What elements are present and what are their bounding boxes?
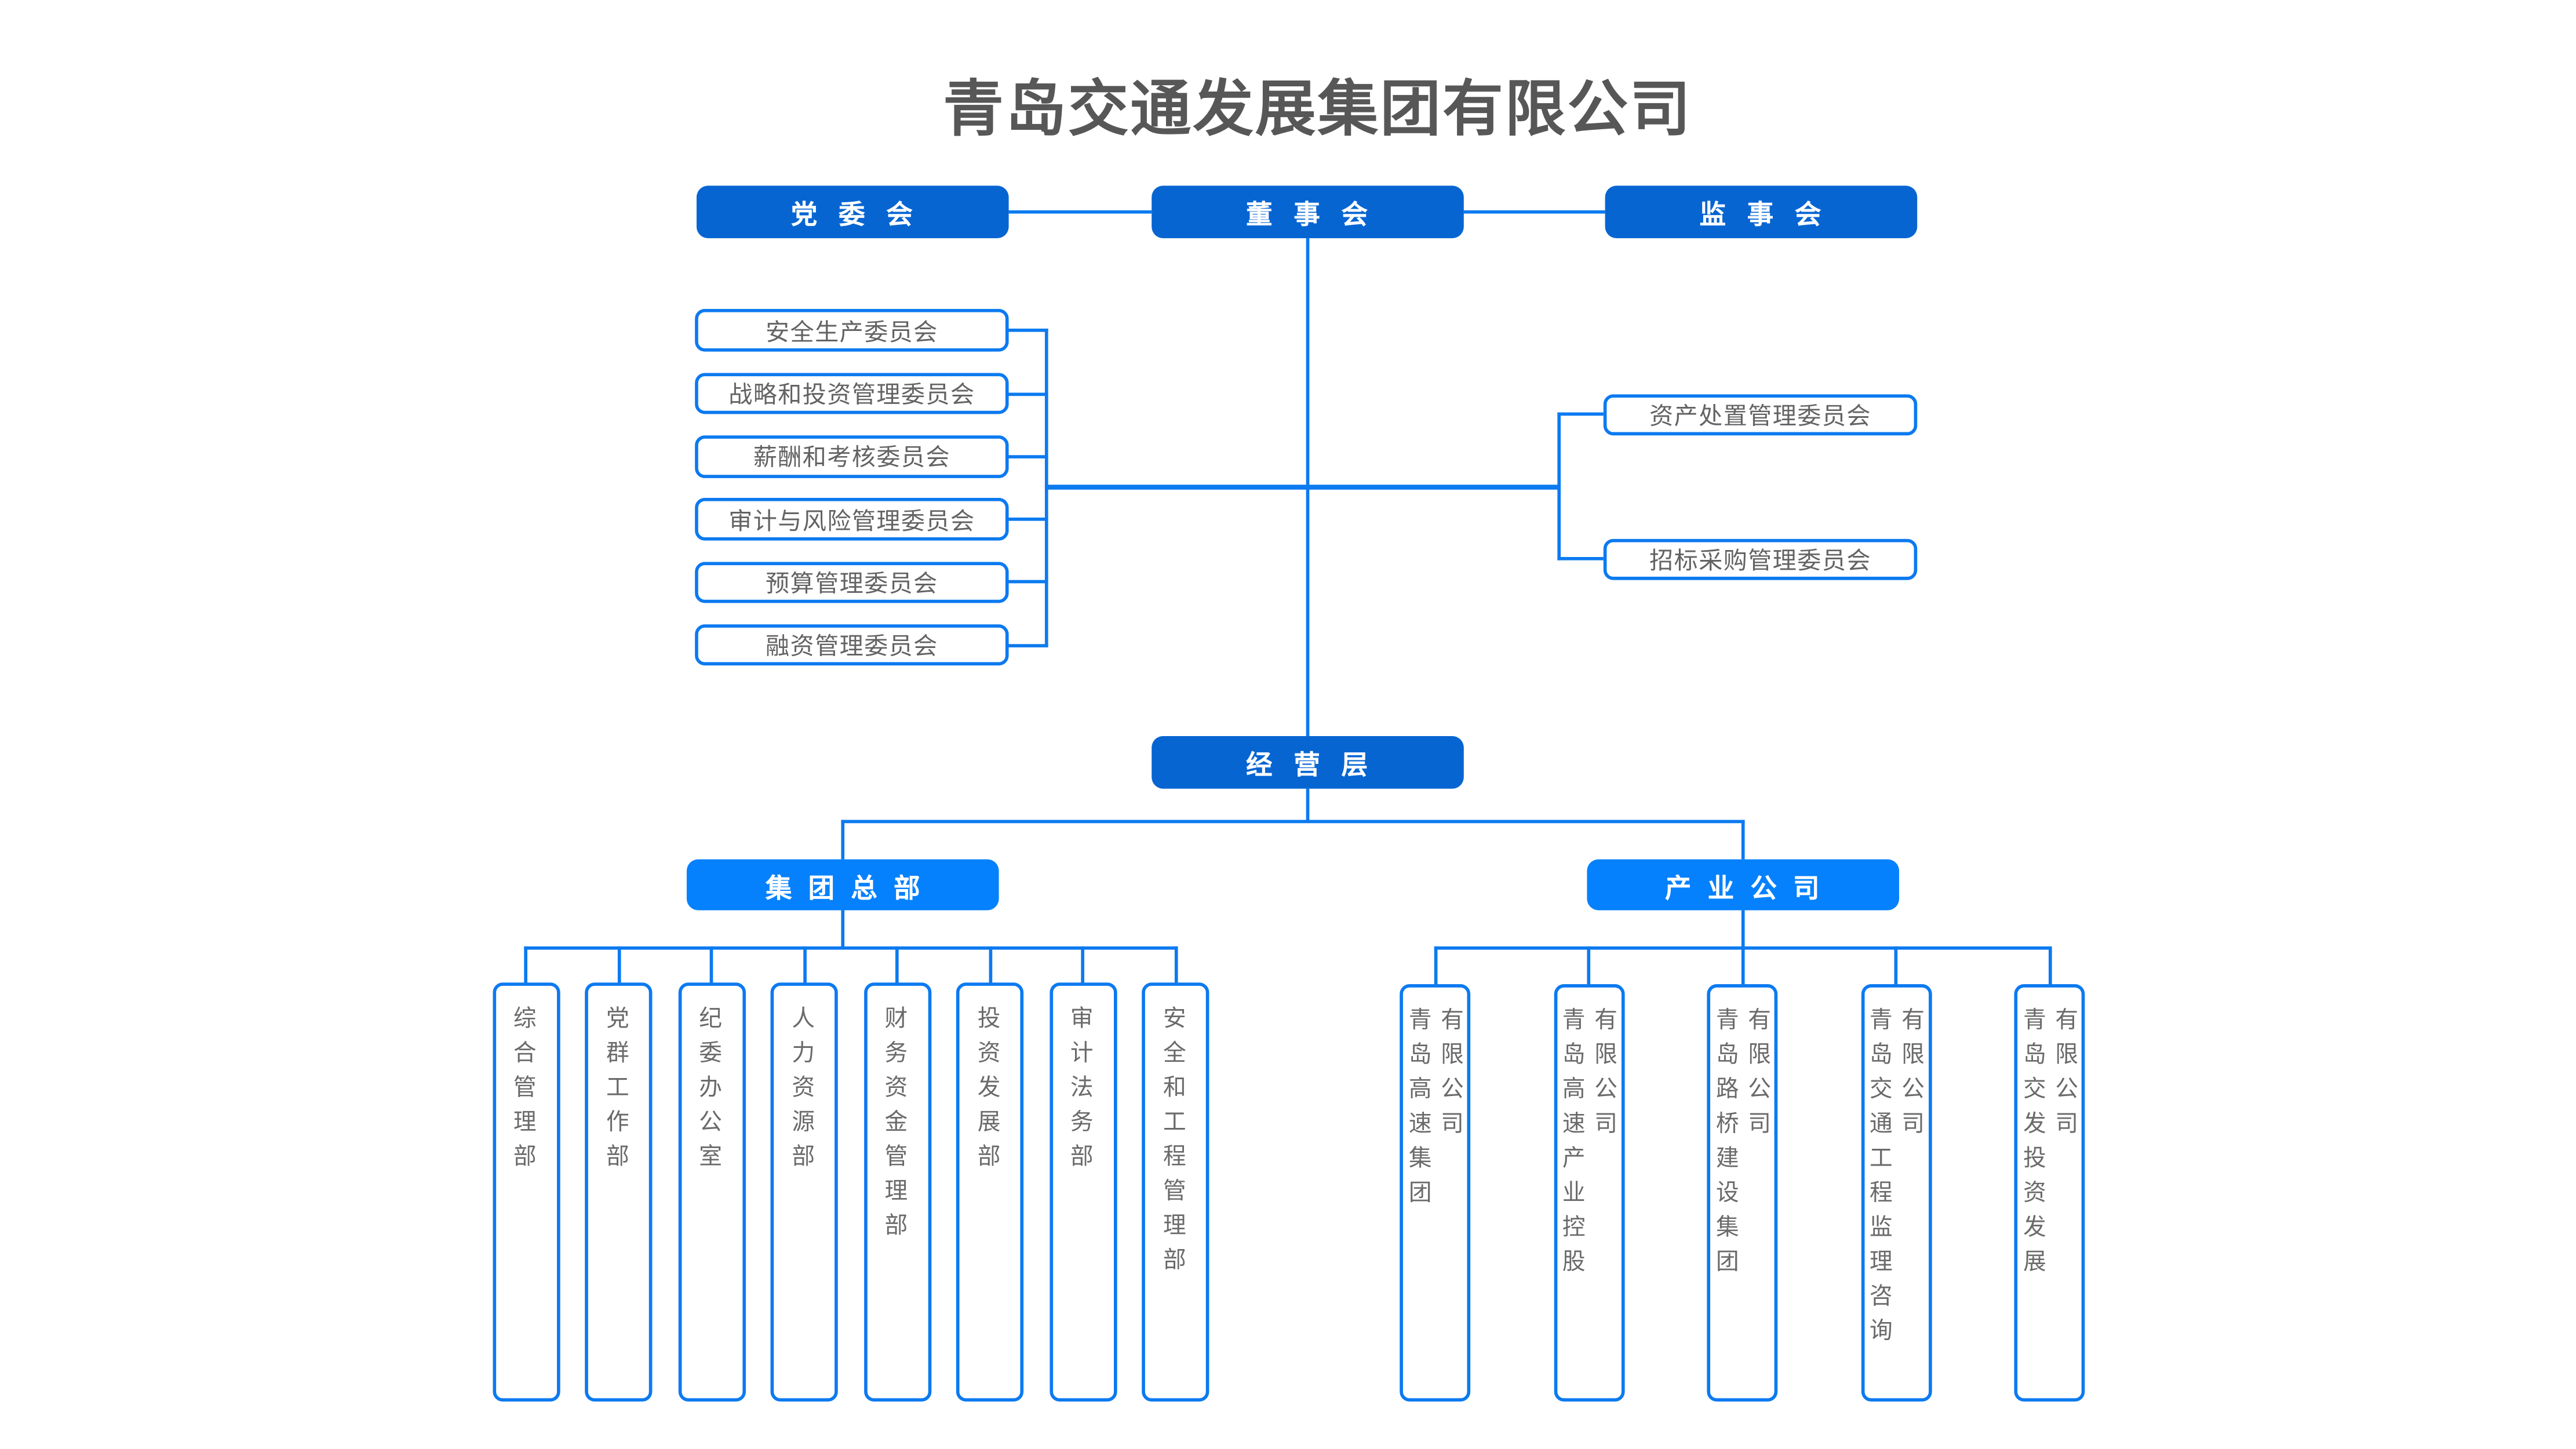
committee-financing: 融资管理委员会 [695,624,1009,667]
connector-dept-drop [802,945,806,984]
page-title: 青岛交通发展集团有限公司 [943,75,1692,143]
connector-dept-drop [1081,945,1084,984]
node-industry-companies: 产业公司 [1586,859,1899,911]
dept-audit-legal: 审计法务部 [1049,982,1117,1402]
connector-company-drop [1740,945,1744,985]
node-board: 董事会 [1150,185,1463,238]
company-qingdao-road-bridge-group: 青岛路桥建设集团 有限公司 [1707,984,1778,1402]
connector-company-drop [1894,945,1898,985]
node-supervisory-board-label: 监事会 [1699,201,1843,230]
connector-to-industry [1740,820,1744,860]
connector-company-drop [2047,945,2052,985]
dept-general-management: 综合管理部 [492,982,560,1402]
connector-committee-stub [1007,329,1048,333]
dept-finance-funds: 财务资金管理部 [863,982,931,1402]
dept-safety-engineering: 安全和工程管理部 [1142,982,1209,1402]
connector-committee-stub [1557,557,1604,561]
connector-dept-bus [524,945,1178,949]
committee-budget: 预算管理委员会 [695,561,1009,603]
connector-right-spine [1557,413,1561,561]
connector-committee-stub [1007,580,1048,584]
connector-committee-junction [1044,485,1561,490]
committee-strategy-investment: 战略和投资管理委员会 [695,372,1009,414]
node-management-layer: 经营层 [1150,736,1463,788]
company-qingdao-expressway-group: 青岛高速集团 有限公司 [1400,984,1471,1402]
connector-to-headquarters [841,820,845,860]
dept-party-mass-work: 党群工作部 [585,982,653,1402]
node-management-layer-label: 经营层 [1246,752,1389,780]
committee-label: 战略和投资管理委员会 [728,383,975,409]
committee-asset-disposal: 资产处置管理委员会 [1603,393,1918,436]
connector-dept-drop [895,945,899,984]
connector-branch-split [841,820,1744,824]
connector-committee-stub [1007,454,1048,458]
node-party-committee: 党委会 [695,185,1008,238]
connector-board-supervisory [1463,209,1605,213]
connector-dept-drop [524,945,527,984]
company-qingdao-traffic-supervision: 青岛交通工程监理咨询 有限公司 [1860,984,1932,1402]
committee-label: 安全生产委员会 [766,319,938,347]
connector-dept-drop [617,945,621,984]
committee-label: 融资管理委员会 [766,634,938,661]
connector-industry-drop [1740,910,1744,948]
connector-committee-stub [1007,392,1048,395]
connector-company-drop [1433,945,1437,985]
connector-party-board [1008,209,1151,213]
committee-safety-production: 安全生产委员会 [695,310,1009,352]
committee-compensation-assessment: 薪酬和考核委员会 [695,435,1009,478]
connector-company-drop [1587,945,1591,985]
committee-label: 资产处置管理委员会 [1649,403,1871,431]
node-supervisory-board: 监事会 [1604,185,1916,238]
committee-label: 招标采购管理委员会 [1649,548,1871,575]
connector-committee-stub [1557,413,1604,417]
committee-label: 审计与风险管理委员会 [728,508,975,535]
dept-discipline-office: 纪委办公室 [677,982,745,1402]
connector-dept-drop [1174,945,1178,984]
node-group-headquarters-label: 集团总部 [765,875,937,903]
connector-committee-stub [1007,643,1048,647]
dept-human-resources: 人力资源部 [770,982,838,1402]
dept-investment-development: 投资发展部 [956,982,1024,1402]
node-party-committee-label: 党委会 [790,201,934,230]
connector-dept-drop [988,945,992,984]
committee-label: 预算管理委员会 [766,571,938,598]
connector-committee-stub [1007,518,1048,521]
node-group-headquarters: 集团总部 [686,859,999,911]
committee-audit-risk: 审计与风险管理委员会 [695,498,1009,541]
node-board-label: 董事会 [1246,201,1389,230]
committee-label: 薪酬和考核委员会 [753,445,950,472]
connector-dept-drop [709,945,713,984]
connector-hq-drop [841,910,845,948]
committee-bidding-procurement: 招标采购管理委员会 [1603,538,1918,580]
connector-management-split [1305,788,1309,821]
company-qingdao-expressway-industry: 青岛高速产业控股 有限公司 [1553,984,1624,1402]
node-industry-companies-label: 产业公司 [1665,875,1836,903]
company-qingdao-jiaofa-investment: 青岛交发投资发展 有限公司 [2014,984,2085,1402]
